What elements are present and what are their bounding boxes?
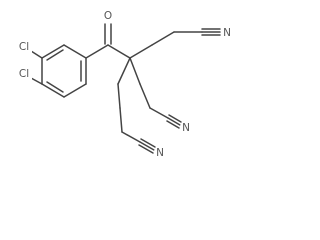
nitrile-triple-bond <box>138 144 154 154</box>
benzene-ring <box>41 44 87 98</box>
chain-bond <box>117 57 131 85</box>
ring-bond <box>63 83 87 98</box>
ring-bond <box>63 44 87 59</box>
chain-bond <box>117 83 121 109</box>
nitrile-nitrogen-label-bottom: N <box>156 147 164 159</box>
chemical-structure: O Cl Cl N N N <box>16 9 233 159</box>
nitrile-triple-bond <box>166 120 180 129</box>
chain-bond <box>119 107 123 133</box>
aromatic-inner-bond <box>46 49 64 61</box>
nitrile-triple-bond <box>140 138 156 148</box>
chain-bond <box>149 107 169 119</box>
ring-bond <box>41 83 65 98</box>
chain-bond <box>151 31 175 46</box>
ring-bond <box>41 44 65 59</box>
nitrile-triple-bond <box>168 114 182 123</box>
chlorine-label-bottom: Cl <box>19 68 29 80</box>
substituent-bonds <box>30 23 131 85</box>
upper-cyanopropyl-chain <box>129 28 221 59</box>
nitrile-nitrogen-label-middle: N <box>182 122 190 134</box>
carbonyl-to-quaternary-bond <box>107 44 131 59</box>
aromatic-inner-bond <box>46 81 64 93</box>
chain-bond <box>121 131 141 143</box>
nitrile-triple-bond <box>139 141 155 151</box>
chain-bond <box>139 83 151 109</box>
nitrile-triple-bond <box>167 117 181 126</box>
chlorine-label-top: Cl <box>19 41 29 53</box>
atom-labels: O Cl Cl N N N <box>16 9 233 159</box>
carbonyl-oxygen-label: O <box>104 10 112 22</box>
lower-cyanopropyl-chain <box>117 57 156 154</box>
middle-cyanopropyl-chain <box>129 57 182 129</box>
ring-to-carbonyl-bond <box>85 44 109 59</box>
chain-bond <box>129 57 141 85</box>
chain-bond <box>129 44 153 59</box>
ring-to-chlorine-bond <box>30 50 43 59</box>
ring-to-chlorine-bond <box>30 77 43 85</box>
nitrile-nitrogen-label-top-right: N <box>223 27 231 39</box>
